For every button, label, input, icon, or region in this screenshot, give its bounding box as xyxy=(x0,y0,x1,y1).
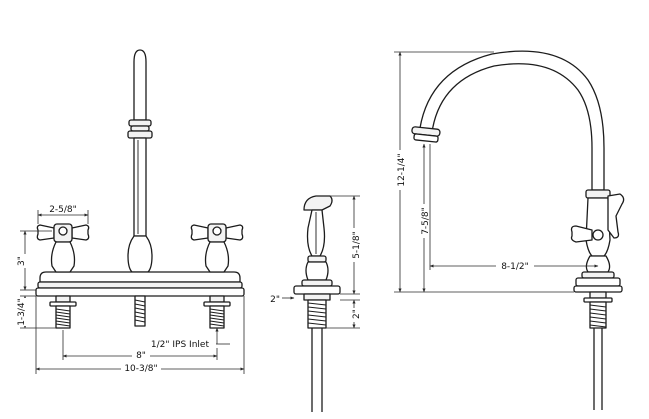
dim-center-spacing-label: 8" xyxy=(136,351,146,361)
dim-handle-height: 3" xyxy=(17,230,52,291)
dim-sprayer-collar-label: 2" xyxy=(270,295,280,305)
dim-sprayer-shank: 2" xyxy=(326,299,364,329)
dim-sprayer-collar: 2" xyxy=(270,295,295,305)
dim-sprayer-height: 5-1/8" xyxy=(330,195,364,295)
front-handle-left xyxy=(36,223,90,273)
dim-inlet: 1/2" IPS Inlet xyxy=(151,327,230,350)
side-view: 12-1/4" 7-5/8" 8-1/2" xyxy=(394,50,625,410)
dim-base-length: 10-3/8" xyxy=(35,296,245,374)
front-view: 2-5/8" 3" 1-3/4" 1/2" IPS Inlet xyxy=(17,49,245,374)
dim-sprayer-shank-label: 2" xyxy=(352,309,362,319)
dim-spout-height: 7-5/8" xyxy=(418,143,432,293)
dim-shank-length-label: 1-3/4" xyxy=(17,298,27,326)
front-center-inlet xyxy=(134,295,146,327)
dim-base-length-label: 10-3/8" xyxy=(124,364,157,374)
sprayer-body xyxy=(293,195,341,412)
side-spout xyxy=(411,50,625,410)
dim-handle-spread: 2-5/8" xyxy=(37,202,89,224)
dim-spout-height-label: 7-5/8" xyxy=(421,207,431,235)
dim-overall-height: 12-1/4" xyxy=(394,51,574,293)
dim-handle-spread-label: 2-5/8" xyxy=(49,205,77,215)
front-shank-left xyxy=(49,295,77,329)
dim-overall-height-label: 12-1/4" xyxy=(397,153,407,186)
front-deck-plate xyxy=(35,271,245,297)
dim-shank-length: 1-3/4" xyxy=(17,295,56,329)
dim-inlet-label: 1/2" IPS Inlet xyxy=(151,340,210,350)
sprayer-view: 5-1/8" 2" 2" xyxy=(270,195,364,412)
dim-sprayer-height-label: 5-1/8" xyxy=(352,231,362,259)
front-spout xyxy=(127,49,153,273)
dim-spout-reach: 8-1/2" xyxy=(429,144,599,272)
front-shank-right xyxy=(203,295,231,329)
dim-spout-reach-label: 8-1/2" xyxy=(501,262,529,272)
dim-handle-height-label: 3" xyxy=(17,256,27,266)
dim-center-spacing: 8" xyxy=(62,330,218,361)
front-handle-right xyxy=(190,223,244,273)
